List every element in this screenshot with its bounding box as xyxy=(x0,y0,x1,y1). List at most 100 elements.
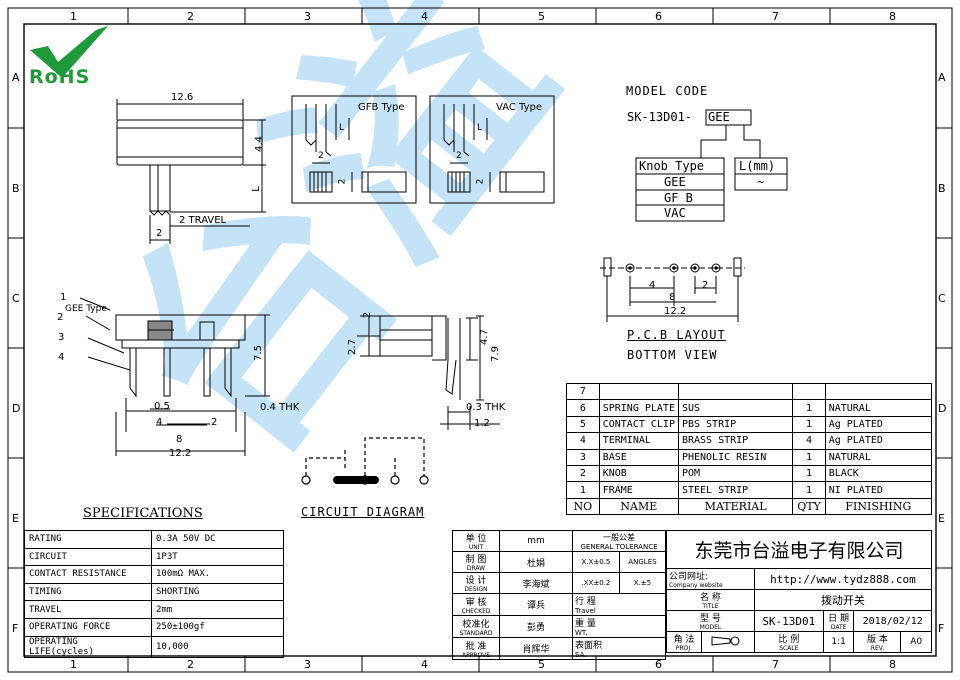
spec-value: 2mm xyxy=(151,600,284,619)
front-view xyxy=(79,297,270,456)
gfb-dim-2a: 2 xyxy=(318,151,324,161)
model-value: SK-13D01 xyxy=(753,610,824,632)
bom-cell: 1 xyxy=(792,415,826,434)
dim-side-12: 1.2 xyxy=(474,418,490,429)
title-label: 名 称 xyxy=(700,593,721,603)
circuit-diagram xyxy=(301,437,429,485)
top-view xyxy=(116,99,266,244)
dim-front-thk: 0.4 THK xyxy=(260,402,300,413)
dim-top-width: 12.6 xyxy=(171,92,194,103)
bom-row: 7 xyxy=(566,382,933,401)
title-label-en: TITLE xyxy=(702,603,719,610)
knob-type-gfb: GF B xyxy=(664,191,693,205)
pcb-dim-4: 4 xyxy=(649,280,656,291)
dim-top-knob: 2 xyxy=(156,228,163,239)
column-marker-top: 5 xyxy=(538,10,545,23)
column-marker-top: 4 xyxy=(421,10,428,23)
travel-label-en: Travel xyxy=(575,607,596,615)
bom-header: MATERIAL xyxy=(677,497,794,516)
spec-label: TRAVEL xyxy=(24,600,152,619)
gfb-dim-2b: 2 xyxy=(337,178,348,185)
callout-3: 3 xyxy=(58,332,65,343)
bom-cell: 1 xyxy=(792,448,826,466)
length-header: L(mm) xyxy=(739,159,776,173)
design-label-en: DESIGN xyxy=(464,586,488,593)
bom-cell: 4 xyxy=(566,432,600,450)
dim-side-thk: 0.3 THK xyxy=(466,402,506,413)
spec-label: TIMING xyxy=(24,582,152,602)
approve-label-en: APPROVE xyxy=(461,651,491,659)
bom-cell: 5 xyxy=(566,415,600,434)
column-marker-top: 7 xyxy=(772,10,779,23)
vac-dim-2b: 2 xyxy=(475,178,486,185)
rohs-text: RoHS xyxy=(29,66,91,88)
spec-label: OPERATING LIFE(cycles) xyxy=(24,635,152,658)
dim-front-4: 4 xyxy=(156,417,163,428)
bom-cell: NI PLATED xyxy=(824,481,933,499)
bom-cell: Ag PLATED xyxy=(824,415,933,434)
checked-label: 审 核 xyxy=(465,597,487,608)
proj-label: 角 法 xyxy=(673,635,695,645)
travel-label: 行 程 xyxy=(575,597,596,607)
spec-label: OPERATING FORCE xyxy=(24,617,152,637)
column-marker-bottom: 3 xyxy=(304,658,311,671)
row-marker-left: B xyxy=(12,182,20,195)
bom-cell: BLACK xyxy=(824,464,933,483)
unit-label: 单 位 xyxy=(465,534,487,544)
column-marker-bottom: 2 xyxy=(187,658,194,671)
bom-cell: SPRING PLATE xyxy=(598,399,679,417)
surface-label-en: SA. xyxy=(575,651,587,659)
dim-top-height: 4.4 xyxy=(253,136,265,152)
unit-value: mm xyxy=(499,530,573,552)
column-marker-top: 6 xyxy=(655,10,662,23)
bom-cell: SUS xyxy=(677,399,794,417)
row-marker-left: E xyxy=(12,512,19,525)
approve-value: 肖辉华 xyxy=(499,637,573,660)
checked-label-en: CHECKED xyxy=(461,607,491,615)
column-marker-top: 3 xyxy=(304,10,311,23)
bom-cell xyxy=(598,382,679,401)
bom-cell: POM xyxy=(677,464,794,483)
bom-cell: BRASS STRIP xyxy=(677,432,794,450)
bom-cell: 1 xyxy=(792,481,826,499)
dim-side-2: 2 xyxy=(362,311,374,319)
row-marker-right: F xyxy=(938,622,945,635)
bom-cell: 1 xyxy=(566,481,600,499)
length-value: ~ xyxy=(757,175,765,189)
bom-cell: NATURAL xyxy=(824,399,933,417)
bom-cell: FRAME xyxy=(598,481,679,499)
rohs-logo xyxy=(30,26,108,78)
dim-front-2: 2 xyxy=(211,417,218,428)
spec-label: CONTACT RESISTANCE xyxy=(24,565,152,584)
row-marker-right: B xyxy=(938,182,946,195)
spec-row: OPERATING LIFE(cycles)10,000 xyxy=(24,635,284,658)
website-label-en: Company website xyxy=(669,582,723,589)
row-marker-right: D xyxy=(938,402,947,415)
bom-cell: 4 xyxy=(792,432,826,450)
bom-cell: 1 xyxy=(792,399,826,417)
draw-value: 杜娟 xyxy=(499,551,573,573)
dim-front-75: 7.5 xyxy=(252,345,264,361)
row-marker-left: C xyxy=(12,292,20,305)
callout-gee-type: GEE Type xyxy=(65,304,107,314)
side-view xyxy=(357,315,500,430)
bom-header: NO xyxy=(566,497,600,516)
standard-label: 校准化 xyxy=(462,619,490,630)
column-marker-top: 2 xyxy=(187,10,194,23)
bom-cell: 1 xyxy=(792,464,826,483)
knob-type-vac: VAC xyxy=(664,206,686,220)
column-marker-bottom: 4 xyxy=(421,658,428,671)
bom-cell xyxy=(824,382,933,401)
bom-cell xyxy=(677,382,794,401)
